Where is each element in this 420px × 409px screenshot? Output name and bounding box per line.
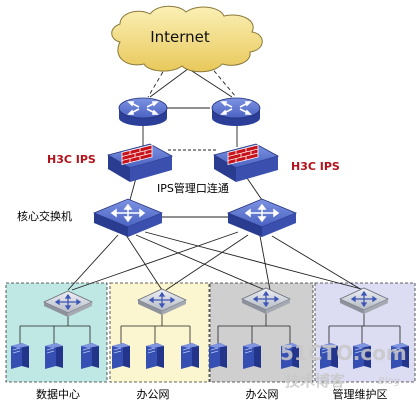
ips-right-label: H3C IPS [291,160,340,173]
link-ips-core-right [246,177,263,201]
tree-zone-1 [19,316,91,346]
core-switch-left [92,198,164,237]
ips-device-left [106,143,174,182]
switch-icon [148,291,176,309]
host-trees [19,313,401,346]
firewall-icon [227,144,259,165]
switch-icon [252,290,280,308]
server-icon [81,343,99,369]
access-switch-1 [43,290,93,317]
server-icon [112,343,130,369]
switch-icon [244,203,280,223]
zone-label-office-2: 办公网 [246,388,279,401]
router-icon [127,101,159,115]
tree-zone-4 [328,313,401,346]
ips-link-label: IPS管理口连通 [157,181,229,195]
links [67,59,366,291]
link-coreR-acc3 [259,235,271,291]
link-coreR-acc4 [271,235,363,291]
server-icon [146,343,164,369]
router-top [118,97,168,119]
watermark: 51CTO.com 技术博客 Blog [280,341,407,390]
core-switch-right [226,198,298,237]
server-icon [320,343,338,369]
hosts [11,343,409,369]
server-icon [45,343,63,369]
server-icon [353,343,371,369]
internet-label: Internet [150,28,210,46]
access-switch-4 [339,287,389,314]
tree-zone-3 [217,313,291,346]
watermark-blog: Blog [378,376,400,387]
switch-icon [350,290,378,308]
access-switch-3 [241,287,291,314]
switch-icon [110,203,146,223]
access-switch-2 [137,288,187,315]
link-ips-core-left [129,177,137,201]
router-left [118,97,168,126]
internet-cloud: Internet [111,5,263,73]
router-top [211,97,261,119]
switch-icon [54,293,82,311]
server-icon [181,343,199,369]
router-icon [220,101,252,115]
server-icon [243,343,261,369]
router-right [211,97,261,126]
firewall-icon [121,144,153,165]
link-coreR-acc2 [165,234,249,291]
link-coreL-acc3 [135,234,266,291]
link-coreL-acc1 [67,234,119,291]
ips-left-label: H3C IPS [47,153,96,166]
zone-label-office-1: 办公网 [137,388,170,401]
server-icon [209,343,227,369]
link-coreL-acc4 [144,231,366,291]
cloud-icon [111,5,263,73]
server-icon [11,343,29,369]
link-coreR-acc1 [71,231,239,291]
server-icon [281,343,299,369]
core-switch-label: 核心交换机 [17,209,72,223]
watermark-brand: 51CTO.com [280,341,407,365]
tree-zone-2 [120,314,191,346]
watermark-cn: 技术博客 [285,372,346,390]
link-coreL-acc2 [125,234,163,291]
zone-label-data-center: 数据中心 [36,387,80,401]
zone-label-management: 管理维护区 [333,387,388,401]
ips-device-right [212,143,280,182]
server-icon [391,343,409,369]
